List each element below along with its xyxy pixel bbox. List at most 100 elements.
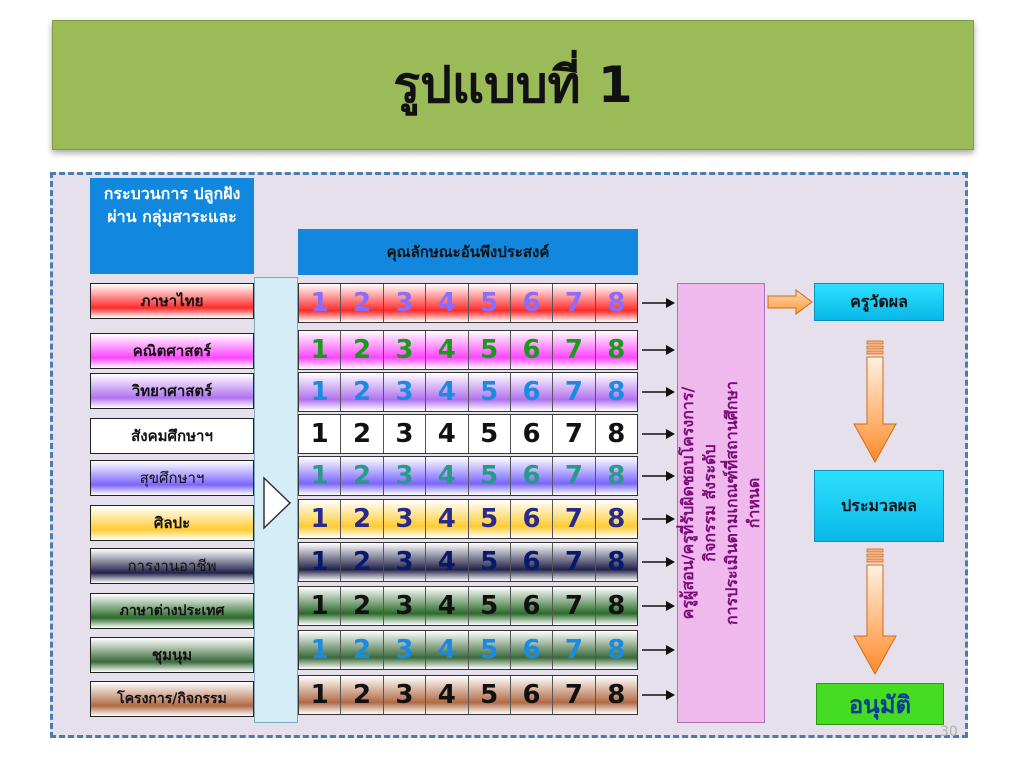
process-step: ประมวลผล xyxy=(814,470,944,542)
subject-label: ภาษาไทย xyxy=(90,283,254,319)
attribute-number: 3 xyxy=(384,500,427,538)
attribute-number: 2 xyxy=(341,415,384,453)
attribute-number: 2 xyxy=(341,676,384,714)
attribute-number: 6 xyxy=(511,415,554,453)
row-arrow-icon xyxy=(642,471,675,481)
attribute-number: 4 xyxy=(426,373,469,411)
attribute-number: 8 xyxy=(607,680,626,710)
subject-label: ศิลปะ xyxy=(90,505,254,541)
subject-label: โครงการ/กิจกรรม xyxy=(90,681,254,717)
attribute-number: 1 xyxy=(299,676,342,714)
attribute-number: 7 xyxy=(553,543,596,581)
attribute-number: 3 xyxy=(384,331,427,369)
attribute-number: 1 xyxy=(299,373,342,411)
title-bar: รูปแบบที่ 1 xyxy=(52,20,974,150)
attribute-number: 8 xyxy=(607,288,626,318)
attribute-number: 2 xyxy=(341,587,384,625)
attribute-number: 4 xyxy=(426,415,469,453)
row-arrow-icon xyxy=(642,690,675,700)
attribute-number: 8 xyxy=(607,591,626,621)
row-arrow-icon xyxy=(642,645,675,655)
subject-label: สุขศึกษาฯ xyxy=(90,460,254,496)
slide-title: รูปแบบที่ 1 xyxy=(393,55,633,114)
attribute-number: 6 xyxy=(511,331,554,369)
attribute-number: 3 xyxy=(384,543,427,581)
attribute-number: 8 xyxy=(607,377,626,407)
attribute-number: 8 xyxy=(607,635,626,665)
attribute-number: 6 xyxy=(511,457,554,495)
down-arrow-2-icon xyxy=(853,548,897,676)
attribute-number: 5 xyxy=(469,631,511,669)
attribute-number: 6 xyxy=(511,587,554,625)
attribute-number: 4 xyxy=(426,587,469,625)
attribute-number: 2 xyxy=(341,457,384,495)
attribute-number: 4 xyxy=(426,543,469,581)
attribute-number: 5 xyxy=(469,457,511,495)
attribute-number: 1 xyxy=(299,457,342,495)
attribute-number: 4 xyxy=(426,457,469,495)
subject-label: ชุมนุม xyxy=(90,637,254,673)
attribute-number: 7 xyxy=(553,457,596,495)
subject-label: สังคมศึกษาฯ xyxy=(90,418,254,454)
attribute-number: 3 xyxy=(384,631,427,669)
attribute-number: 5 xyxy=(469,373,511,411)
attribute-number: 8 xyxy=(607,504,626,534)
attribute-number: 7 xyxy=(553,500,596,538)
attribute-number: 3 xyxy=(384,415,427,453)
subject-label: วิทยาศาสตร์ xyxy=(90,373,254,409)
attribute-number: 3 xyxy=(384,373,427,411)
attribute-number: 8 xyxy=(607,461,626,491)
attribute-number: 5 xyxy=(469,543,511,581)
subject-label: ภาษาต่างประเทศ xyxy=(90,593,254,629)
attribute-number: 6 xyxy=(511,543,554,581)
row-arrow-icon xyxy=(642,345,675,355)
attribute-number: 8 xyxy=(607,335,626,365)
attribute-number: 3 xyxy=(384,676,427,714)
evaluator-text: ครูผู้สอน/ครูที่รับผิดชอบโครงการ/ กิจกรร… xyxy=(678,380,763,626)
attribute-number: 1 xyxy=(299,331,342,369)
subject-label: การงานอาชีพ xyxy=(90,548,254,584)
process-arrow-icon xyxy=(263,476,292,530)
attribute-number: 1 xyxy=(299,415,342,453)
attribute-number: 6 xyxy=(511,676,554,714)
attribute-number: 5 xyxy=(469,284,511,322)
row-arrow-icon xyxy=(642,601,675,611)
attribute-number: 4 xyxy=(426,284,469,322)
row-arrow-icon xyxy=(642,387,675,397)
attribute-number: 4 xyxy=(426,631,469,669)
attribute-number: 2 xyxy=(341,543,384,581)
attribute-number: 1 xyxy=(299,284,342,322)
attribute-number: 7 xyxy=(553,373,596,411)
attribute-number: 1 xyxy=(299,500,342,538)
attribute-number: 7 xyxy=(553,331,596,369)
down-arrow-1-icon xyxy=(853,340,897,464)
attribute-number: 8 xyxy=(607,419,626,449)
row-arrow-icon xyxy=(642,429,675,439)
attribute-number: 6 xyxy=(511,284,554,322)
attribute-number: 4 xyxy=(426,500,469,538)
attribute-number: 2 xyxy=(341,500,384,538)
attribute-number: 2 xyxy=(341,373,384,411)
evaluator-box xyxy=(677,283,765,723)
attribute-number: 3 xyxy=(384,457,427,495)
measure-step: ครูวัดผล xyxy=(814,283,944,321)
attribute-number: 5 xyxy=(469,415,511,453)
approve-step: อนุมัติ xyxy=(816,683,944,725)
attribute-number: 4 xyxy=(426,676,469,714)
attribute-number: 7 xyxy=(553,676,596,714)
row-arrow-icon xyxy=(642,514,675,524)
row-arrow-icon xyxy=(642,298,675,308)
attribute-number: 7 xyxy=(553,284,596,322)
attribute-number: 1 xyxy=(299,587,342,625)
attribute-number: 3 xyxy=(384,587,427,625)
